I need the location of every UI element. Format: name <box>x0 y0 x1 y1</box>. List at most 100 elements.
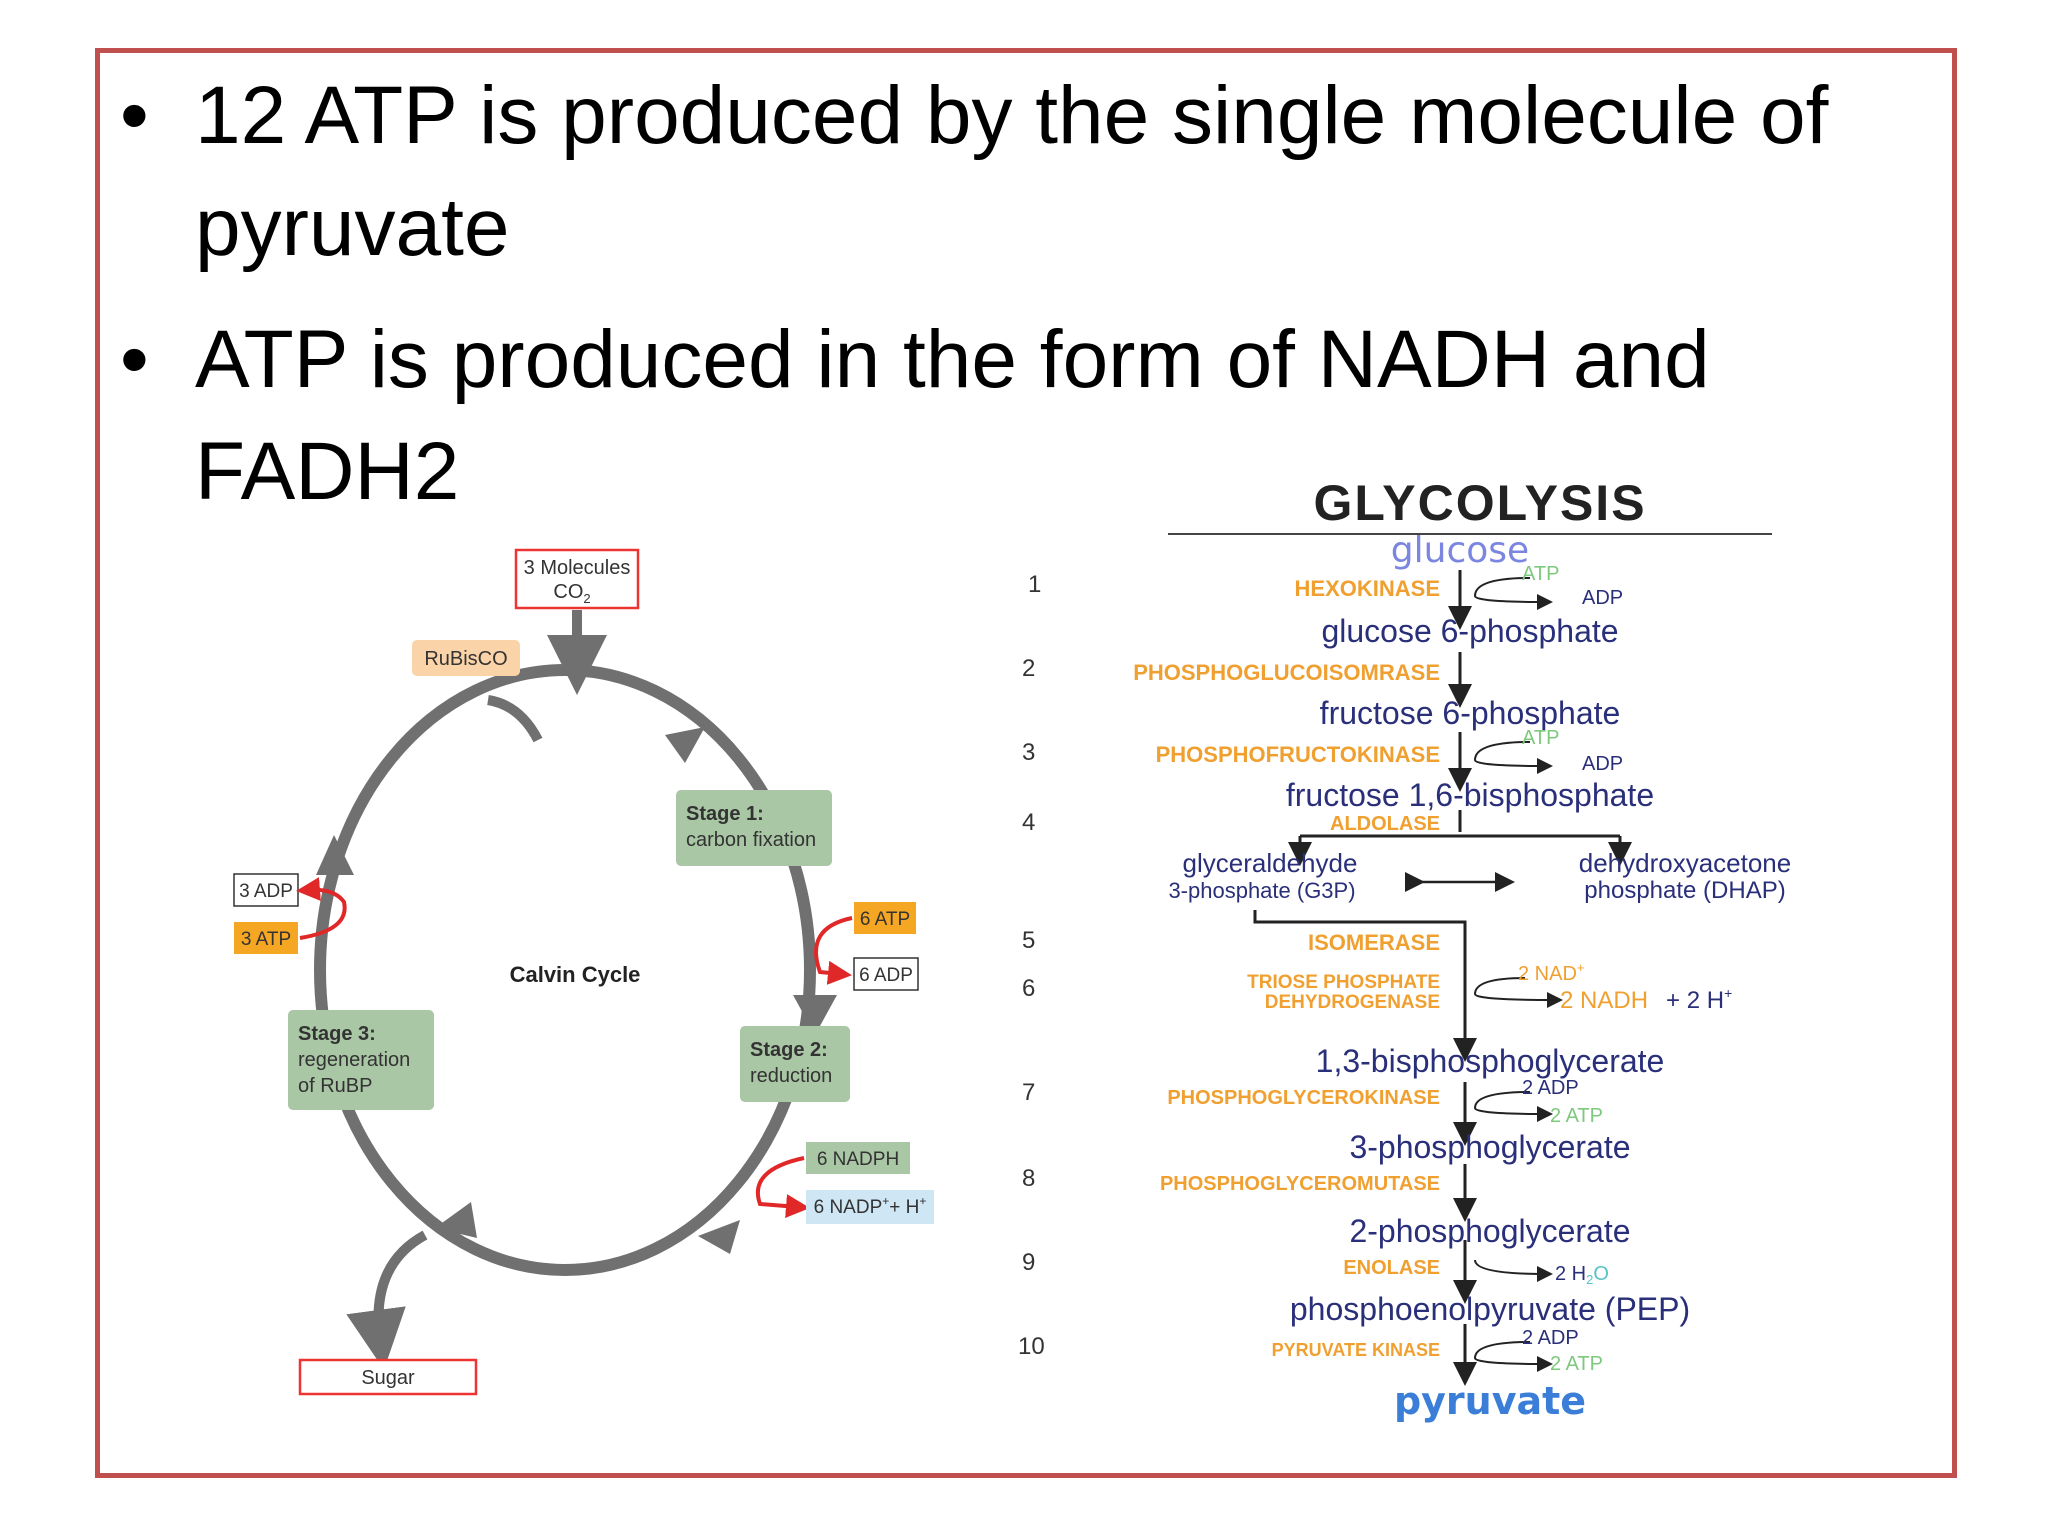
nadp-box <box>806 1190 934 1224</box>
adp3-label: 3 ADP <box>239 881 293 902</box>
rubisco-label: RuBisCO <box>424 648 507 670</box>
enzyme-label: ENOLASE <box>1343 1257 1440 1279</box>
adp6-box <box>853 957 919 991</box>
cofactor-arrow <box>1473 577 1553 610</box>
rubisco-box <box>412 640 520 676</box>
adp6-label: 6 ADP <box>859 965 913 986</box>
atp6-arrow <box>814 916 853 985</box>
atp3-arrow <box>296 877 347 940</box>
intermediate-label: fructose 6-phosphate <box>1320 695 1621 731</box>
cofactor-arrow <box>1474 1259 1553 1282</box>
sugar-arrow <box>346 1230 428 1370</box>
stage3-desc2: of RuBP <box>298 1075 372 1097</box>
intermediate-label: 2-phosphoglycerate <box>1349 1213 1630 1249</box>
stage3-box <box>288 1010 434 1110</box>
step-number: 3 <box>1022 739 1035 766</box>
enzyme-label: PYRUVATE KINASE <box>1272 1340 1440 1360</box>
cofactor-atp: 2 ATP <box>1550 1105 1603 1127</box>
stage1-box <box>676 790 832 866</box>
adp3-box <box>233 873 299 907</box>
glucose-label: glucose <box>1391 530 1529 571</box>
calvin-cycle-diagram: 3 Molecules CO2 RuBisCO Stage 1: carbon … <box>233 548 934 1396</box>
atp3-label: 3 ATP <box>241 929 291 950</box>
cofactor-nad: 2 NAD+ <box>1518 960 1585 985</box>
step-number: 4 <box>1022 809 1035 836</box>
atp6-box <box>854 902 916 934</box>
stage2-box <box>740 1026 850 1102</box>
step-number: 6 <box>1022 975 1035 1002</box>
cofactor-atp: 2 ATP <box>1550 1353 1603 1375</box>
cofactor-adp: 2 ADP <box>1522 1077 1579 1099</box>
stage2-title: Stage 2: <box>750 1039 828 1061</box>
nadph-box <box>806 1142 910 1174</box>
intermediate-label: 1,3-bisphosphoglycerate <box>1316 1043 1665 1079</box>
intermediate-label: glyceraldehyde <box>1183 848 1358 878</box>
co2-label-line2: CO2 <box>553 581 590 606</box>
atp3-box <box>234 922 298 954</box>
intermediate-label: dehydroxyacetone <box>1579 848 1791 878</box>
cycle-arrow-icon <box>793 995 837 1035</box>
nadph-label: 6 NADPH <box>817 1149 899 1170</box>
step-number: 8 <box>1022 1165 1035 1192</box>
stage3-desc1: regeneration <box>298 1049 410 1071</box>
cofactor-water: 2 H2O <box>1555 1263 1609 1287</box>
intermediate-label: 3-phosphoglycerate <box>1349 1129 1630 1165</box>
step-arrow <box>1253 910 1477 1062</box>
stage1-desc: carbon fixation <box>686 829 816 851</box>
cofactor-adp: ADP <box>1582 587 1623 609</box>
step-number: 5 <box>1022 927 1035 954</box>
calvin-title: Calvin Cycle <box>510 962 641 987</box>
cycle-arrow-icon <box>316 835 354 875</box>
cycle-arrow-icon <box>435 1202 477 1238</box>
bullet-list: • 12 ATP is produced by the single molecu… <box>110 60 1910 548</box>
cofactor-atp: ATP <box>1522 727 1559 749</box>
stage1-title: Stage 1: <box>686 803 764 825</box>
stage2-desc: reduction <box>750 1065 832 1087</box>
nadph-arrow <box>755 1156 810 1219</box>
stage3-title: Stage 3: <box>298 1023 376 1045</box>
step-number: 1 <box>1028 571 1041 598</box>
cofactor-arrow <box>1473 977 1563 1008</box>
cofactor-adp: 2 ADP <box>1522 1327 1579 1349</box>
cofactor-nadh: 2 NADH+ 2 H+ <box>1560 985 1732 1014</box>
step-number: 10 <box>1018 1333 1045 1360</box>
step-number: 7 <box>1022 1079 1035 1106</box>
sugar-box <box>298 1358 478 1396</box>
nadp-label: 6 NADP++ H+ <box>814 1194 927 1218</box>
intermediate-label: phosphoenolpyruvate (PEP) <box>1290 1291 1690 1327</box>
cofactor-arrow <box>1473 741 1553 774</box>
cofactor-arrow <box>1473 1341 1553 1372</box>
cofactor-arrow <box>1473 1091 1553 1122</box>
bullet-item: • 12 ATP is produced by the single molecu… <box>110 60 1910 284</box>
cycle-arrow-icon <box>665 727 705 763</box>
intermediate-label: phosphate (DHAP) <box>1584 877 1785 904</box>
enzyme-label: PHOSPHOGLUCOISOMRASE <box>1133 660 1440 685</box>
enzyme-label: HEXOKINASE <box>1295 576 1440 601</box>
co2-label-line1: 3 Molecules <box>524 557 631 579</box>
glycolysis-diagram: GLYCOLYSIS glucose 1 2 3 4 5 6 7 8 9 10 … <box>1018 475 1791 1423</box>
bullet-text: 12 ATP is produced by the single molecul… <box>195 70 1829 273</box>
sugar-label: Sugar <box>361 1367 415 1389</box>
glycolysis-title: GLYCOLYSIS <box>1313 475 1646 531</box>
step-number: 9 <box>1022 1249 1035 1276</box>
enzyme-label: PHOSPHOFRUCTOKINASE <box>1156 742 1440 767</box>
intermediate-label: glucose 6-phosphate <box>1321 613 1618 649</box>
enzyme-label: DEHYDROGENASE <box>1265 992 1440 1013</box>
enzyme-label: ALDOLASE <box>1330 813 1440 835</box>
enzyme-label: ISOMERASE <box>1308 930 1440 955</box>
bullet-dot: • <box>120 70 149 161</box>
enzyme-label: PHOSPHOGLYCEROMUTASE <box>1160 1173 1440 1195</box>
enzyme-label: TRIOSE PHOSPHATE <box>1247 972 1440 993</box>
slide-frame <box>95 48 1957 1478</box>
bullet-dot: • <box>120 314 149 405</box>
bullet-item: • ATP is produced in the form of NADH and… <box>110 304 1910 528</box>
step-number: 2 <box>1022 655 1035 682</box>
intermediate-label: 3-phosphate (G3P) <box>1168 878 1355 903</box>
bullet-text: ATP is produced in the form of NADH and … <box>195 314 1710 517</box>
co2-box <box>514 548 640 610</box>
pyruvate-label: pyruvate <box>1394 1379 1586 1423</box>
atp6-label: 6 ATP <box>860 909 910 930</box>
cofactor-adp: ADP <box>1582 753 1623 775</box>
cycle-arrow-icon <box>698 1220 740 1254</box>
intermediate-label: fructose 1,6-bisphosphate <box>1286 777 1654 813</box>
